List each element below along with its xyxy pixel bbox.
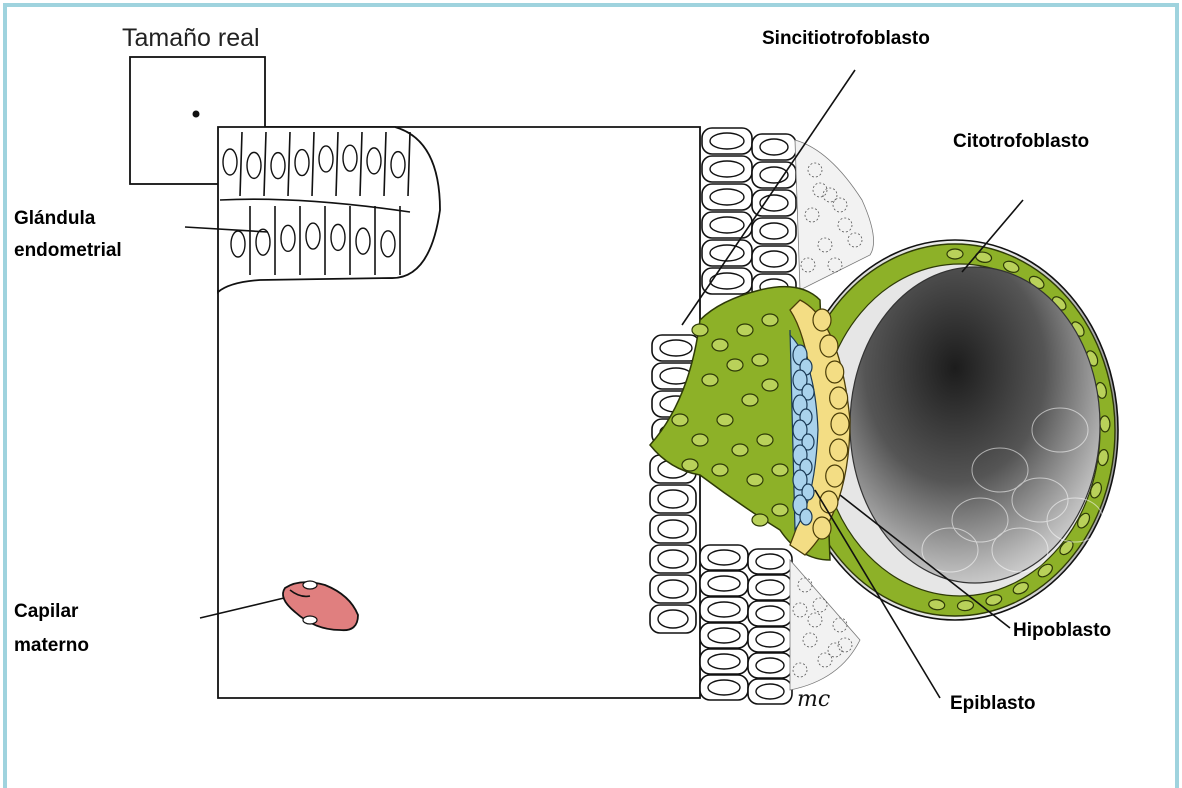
syncytio-nucleus [692, 324, 708, 336]
epithelial-nucleus [710, 133, 744, 149]
syncytio-nucleus [712, 464, 728, 476]
gland-nucleus [391, 152, 405, 178]
syncytio-nucleus [762, 314, 778, 326]
maternal-capillary [283, 581, 358, 630]
epithelial-nucleus [708, 602, 740, 617]
epiblast-cell [800, 509, 812, 525]
epithelial-nucleus [658, 610, 688, 628]
cytotrophoblast-cell [1100, 416, 1111, 432]
gland-nucleus [295, 150, 309, 176]
gland-nucleus [331, 224, 345, 250]
syncytio-nucleus [682, 459, 698, 471]
syncytio-nucleus [672, 414, 688, 426]
epithelial-nucleus [658, 550, 688, 568]
gland-nucleus [256, 229, 270, 255]
syncytio-nucleus [702, 374, 718, 386]
hypoblast-cell [813, 309, 831, 331]
epithelial-nucleus [658, 520, 688, 538]
gland-nucleus [223, 149, 237, 175]
syncytio-nucleus [727, 359, 743, 371]
syncytio-nucleus [692, 434, 708, 446]
endometrial-gland [218, 127, 440, 292]
gland-nucleus [271, 153, 285, 179]
artist-signature: mc [797, 687, 830, 712]
syncytio-nucleus [762, 379, 778, 391]
syncytio-nucleus [772, 464, 788, 476]
epithelial-nucleus [660, 340, 692, 356]
syncytio-nucleus [737, 324, 753, 336]
epithelial-nucleus [710, 189, 744, 205]
syncytio-nucleus [717, 414, 733, 426]
syncytio-nucleus [772, 504, 788, 516]
epithelial-nucleus [710, 161, 744, 177]
epithelial-nucleus [710, 217, 744, 233]
epithelial-nucleus [760, 223, 788, 239]
hypoblast-cell [831, 413, 849, 435]
label-capilar-line1: Capilar [14, 601, 79, 622]
gland-nucleus [306, 223, 320, 249]
real-size-label: Tamaño real [122, 24, 260, 52]
epithelial-nucleus [708, 654, 740, 669]
gland-nucleus [281, 225, 295, 251]
syncytio-nucleus [732, 444, 748, 456]
epithelial-nucleus [708, 680, 740, 695]
epithelial-nucleus [760, 251, 788, 267]
hypoblast-cell [813, 517, 831, 539]
hypoblast-cell [830, 387, 848, 409]
syncytio-nucleus [752, 354, 768, 366]
gland-nucleus [247, 152, 261, 178]
gland-nucleus [319, 146, 333, 172]
hypoblast-cell [830, 439, 848, 461]
syncytio-nucleus [742, 394, 758, 406]
label-glandula-line1: Glándula [14, 208, 96, 229]
label-glandula-line2: endometrial [14, 240, 122, 261]
epithelial-nucleus [756, 580, 784, 595]
epithelial-nucleus [658, 490, 688, 508]
epithelial-nucleus [756, 554, 784, 569]
leader-capilar [200, 598, 284, 618]
gland-nucleus [367, 148, 381, 174]
syncytio-nucleus [752, 514, 768, 526]
gland-nucleus [343, 145, 357, 171]
hypoblast-cell [826, 465, 844, 487]
epithelial-nucleus [756, 684, 784, 699]
label-citotrofoblasto: Citotrofoblasto [953, 131, 1089, 152]
syncytio-nucleus [747, 474, 763, 486]
hypoblast-cell [826, 361, 844, 383]
epithelial-nucleus [708, 628, 740, 643]
label-epiblasto: Epiblasto [950, 693, 1036, 714]
epithelial-nucleus [756, 658, 784, 673]
label-capilar-line2: materno [14, 635, 89, 656]
label-hipoblasto: Hipoblasto [1013, 620, 1111, 641]
epithelial-nucleus [708, 576, 740, 591]
cytotrophoblast-cell [947, 249, 963, 259]
epithelial-nucleus [760, 139, 788, 155]
blastocyst-cavity [850, 267, 1100, 583]
syncytio-nucleus [757, 434, 773, 446]
embryo-real-size-dot [193, 111, 200, 118]
syncytio-nucleus [712, 339, 728, 351]
label-sincitiotrofoblasto: Sincitiotrofoblasto [762, 28, 930, 49]
hypoblast-cell [820, 335, 838, 357]
cytotrophoblast-cell [957, 600, 974, 611]
gland-nucleus [381, 231, 395, 257]
epithelial-nucleus [756, 606, 784, 621]
epithelial-nucleus [708, 550, 740, 565]
gland-nucleus [231, 231, 245, 257]
epithelial-nucleus [756, 632, 784, 647]
gland-nucleus [356, 228, 370, 254]
epithelial-nucleus [658, 580, 688, 598]
